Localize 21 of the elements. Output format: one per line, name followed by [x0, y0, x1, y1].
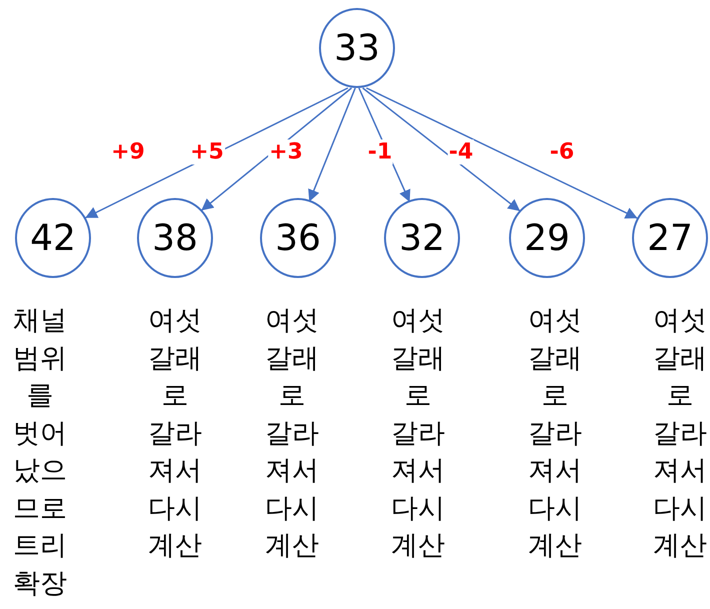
arrow	[362, 87, 521, 212]
arrow	[308, 88, 356, 202]
note-text: 여섯 갈래로 갈라져서 다시 계산	[527, 304, 583, 563]
number-circle: 33	[319, 8, 395, 88]
note-text: 여섯 갈래로 갈라져서 다시 계산	[147, 304, 203, 563]
number-circle: 27	[632, 198, 708, 278]
note-text: 여섯 갈래로 갈라져서 다시 계산	[264, 304, 320, 563]
edge-label: +5	[189, 140, 225, 164]
note-text: 여섯 갈래로 갈라져서 다시 계산	[652, 304, 708, 563]
edge-label: -4	[448, 140, 474, 164]
number-circle: 32	[384, 198, 460, 278]
arrow	[200, 87, 352, 212]
edge-label: -1	[366, 140, 394, 164]
number-circle: 42	[15, 198, 91, 278]
note-text: 여섯 갈래로 갈라져서 다시 계산	[390, 304, 446, 563]
note-text: 채널 범위를 벗어났으므로 트리 확장	[12, 304, 68, 600]
number-circle: 29	[509, 198, 585, 278]
number-circle: 38	[137, 198, 213, 278]
arrow	[84, 87, 348, 219]
arrow	[366, 87, 638, 219]
number-circle: 36	[260, 198, 336, 278]
